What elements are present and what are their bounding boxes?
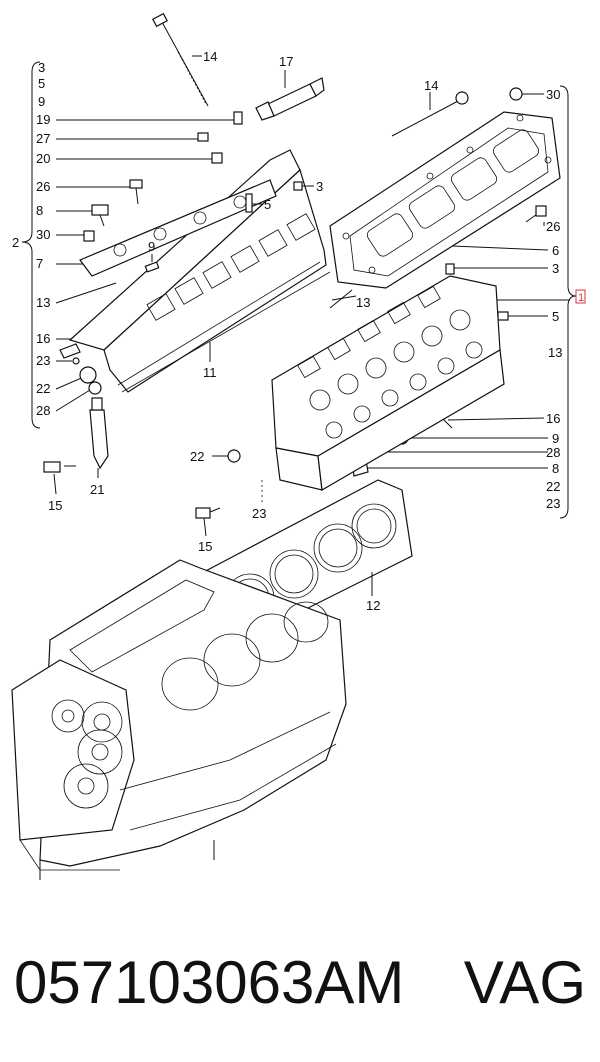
callout-5: 5: [38, 76, 45, 91]
callout-8-right: 8: [552, 461, 559, 476]
callout-22: 22: [36, 381, 50, 396]
callout-23-right: 23: [546, 496, 560, 511]
callout-5-mid: 5: [264, 197, 271, 212]
callout-15-center: 15: [198, 539, 212, 554]
callout-3-mid: 3: [316, 179, 323, 194]
callout-5-right: 5: [552, 309, 559, 324]
callout-9-mid: 9: [148, 239, 155, 254]
callout-22-right: 22: [546, 479, 560, 494]
sealant-tube-17: [255, 77, 325, 121]
right-cylinder-head: [271, 275, 505, 491]
callout-9: 9: [38, 94, 45, 109]
callout-1-highlight: 1: [578, 292, 584, 304]
left-leader-lines: [55, 119, 234, 412]
callout-6-right: 6: [552, 243, 559, 258]
callout-13-mid: 13: [356, 295, 370, 310]
callout-27: 27: [36, 131, 50, 146]
callout-21: 21: [90, 482, 104, 497]
callout-20: 20: [36, 151, 50, 166]
callout-8: 8: [36, 203, 43, 218]
left-bracket: [21, 61, 41, 429]
callout-23-center: 23: [252, 506, 266, 521]
right-bracket: [559, 85, 577, 519]
right-valve-cover: [329, 111, 561, 289]
part-number: 057103063AM: [14, 949, 405, 1016]
callout-15-left: 15: [48, 498, 62, 513]
engine-block: [11, 559, 347, 880]
callout-23: 23: [36, 353, 50, 368]
callout-26-right: 26: [546, 219, 560, 234]
left-small-parts: [59, 111, 303, 395]
callout-3-right: 3: [552, 261, 559, 276]
exploded-parts-diagram: 3 5 9 19 27 20 26 8 30 2 7 13 16 23 22 2…: [11, 12, 586, 880]
brand-label: VAG: [463, 949, 586, 1016]
nut-30-right: [509, 87, 523, 101]
left-small-leaders: [151, 185, 314, 262]
callout-13-right: 13: [548, 345, 562, 360]
left-valve-cover: [68, 149, 331, 393]
callout-30: 30: [36, 227, 50, 242]
footer: 057103063AM VAG: [0, 938, 600, 1028]
callout-28: 28: [36, 403, 50, 418]
bolt-26-right: [525, 205, 547, 223]
callout-22-center: 22: [190, 449, 204, 464]
callout-19: 19: [36, 112, 50, 127]
callout-26: 26: [36, 179, 50, 194]
callout-12: 12: [366, 598, 380, 613]
bolt-15-left: [43, 461, 76, 473]
callout-13: 13: [36, 295, 50, 310]
callout-3: 3: [38, 60, 45, 75]
callout-7: 7: [36, 256, 43, 271]
callout-30-right: 30: [546, 87, 560, 102]
callout-16: 16: [36, 331, 50, 346]
long-bolt-14-right: [391, 91, 469, 137]
callout-11: 11: [203, 365, 217, 380]
callout-14-left: 14: [203, 49, 217, 64]
callout-14-right: 14: [424, 78, 438, 93]
callout-16-right: 16: [546, 411, 560, 426]
long-bolt-14-left: [152, 12, 209, 107]
callout-17: 17: [279, 54, 293, 69]
callout-28-right: 28: [546, 445, 560, 460]
highlight-box: [575, 289, 586, 304]
sealant-tube-21: [89, 397, 109, 470]
bolt-15-center: [195, 507, 221, 519]
seal-22-center: [227, 449, 241, 463]
callout-9-right: 9: [552, 431, 559, 446]
callout-2: 2: [12, 235, 19, 250]
